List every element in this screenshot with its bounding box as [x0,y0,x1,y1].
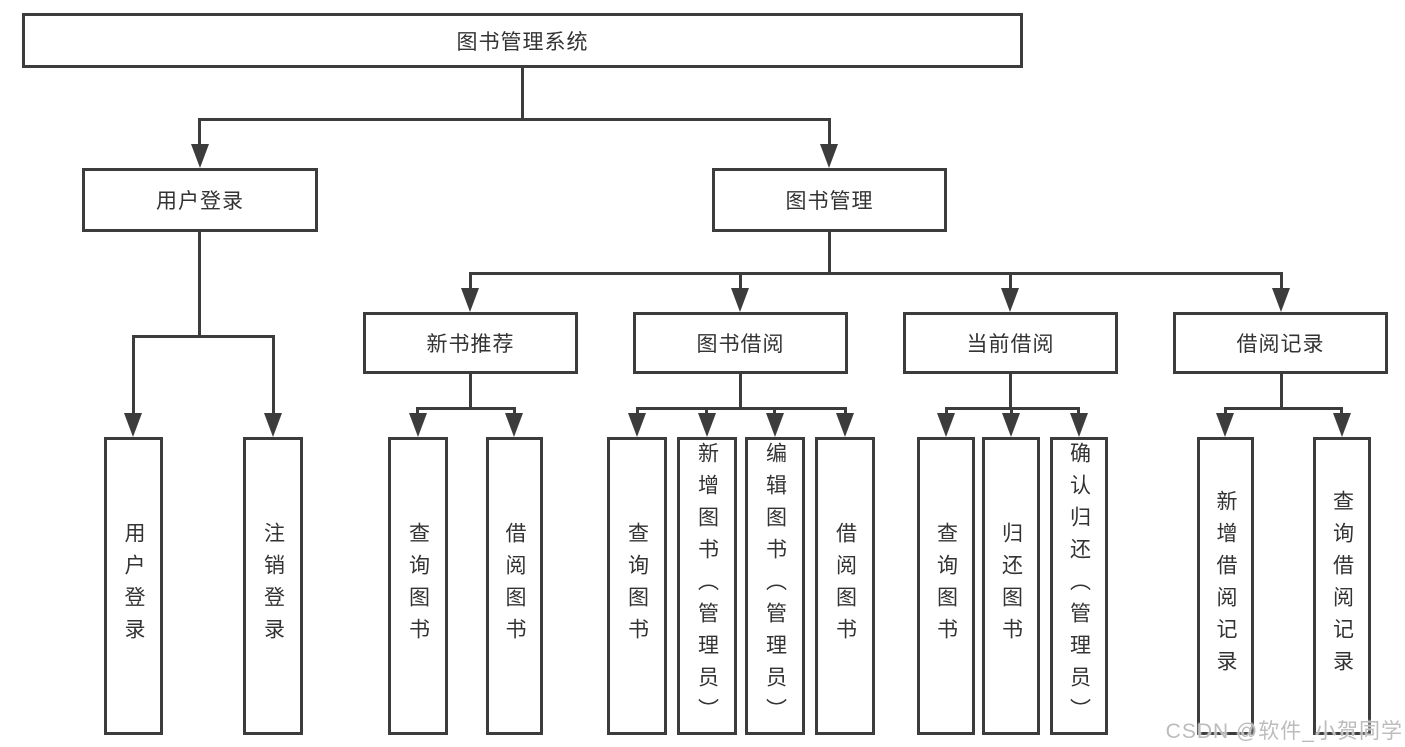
node-user-login: 用户登录 [82,168,318,232]
leaf-br-query-record-label: 查询借阅记录 [1330,490,1354,682]
connector-current-borrow-drop [1009,272,1012,290]
node-book-borrow: 图书借阅 [633,312,848,374]
connector-current-borrow-stem [1009,374,1012,410]
leaf-br-add-record-label: 新增借阅记录 [1214,490,1237,682]
arrowhead-user-login [191,144,209,168]
node-new-book-recommend-label: 新书推荐 [426,333,515,356]
connector-new-books-fork [416,407,516,410]
arrowhead-current-borrow [1001,288,1019,312]
connector-nb-leaf1-drop [416,407,419,415]
csdn-watermark: CSDN @软件_小贺同学 [1165,720,1403,743]
arrowhead-bb-leaf2 [698,413,716,437]
connector-cb-leaf2-drop [1010,407,1013,415]
connector-new-books-drop [469,272,472,290]
arrowhead-book-borrow [731,288,749,312]
arrowhead-cb-leaf1 [937,413,955,437]
leaf-bb-borrow-books-label: 借阅图书 [833,522,857,650]
connector-root-stem [521,68,524,120]
node-book-borrow-label: 图书借阅 [696,333,785,356]
connector-leaf-logout-drop [272,335,275,415]
leaf-br-query-record: 查询借阅记录 [1313,437,1371,735]
leaf-cb-query-books: 查询图书 [917,437,975,735]
connector-br-leaf2-drop [1340,407,1343,415]
leaf-cb-return-books: 归还图书 [982,437,1040,735]
arrowhead-nb-leaf2 [505,413,523,437]
leaf-bb-edit-books-admin-label: 编辑图书（管理员） [763,442,787,730]
node-borrow-records-label: 借阅记录 [1236,333,1325,356]
leaf-logout: 注销登录 [243,437,303,735]
connector-book-mgmt-drop [828,118,831,146]
leaf-bb-query-books: 查询图书 [607,437,667,735]
arrowhead-book-mgmt [820,144,838,168]
leaf-br-add-record: 新增借阅记录 [1197,437,1254,735]
arrowhead-leaf-logout [264,413,282,437]
leaf-bb-borrow-books: 借阅图书 [815,437,875,735]
connector-book-borrow-drop [739,272,742,290]
leaf-nb-query-books: 查询图书 [388,437,448,735]
connector-borrow-records-drop [1280,272,1283,290]
leaf-nb-borrow-books-label: 借阅图书 [503,522,526,650]
arrowhead-bb-leaf1 [628,413,646,437]
node-borrow-records: 借阅记录 [1173,312,1388,374]
leaf-bb-query-books-label: 查询图书 [625,522,649,650]
leaf-cb-confirm-return-admin-label: 确认归还（管理员） [1067,442,1091,730]
connector-br-leaf1-drop [1224,407,1227,415]
connector-level2-fork [198,118,831,121]
leaf-bb-edit-books-admin: 编辑图书（管理员） [745,437,805,735]
connector-bb-leaf3-drop [773,407,776,415]
node-book-management-label: 图书管理 [785,190,874,213]
leaf-bb-add-books-admin: 新增图书（管理员） [677,437,737,735]
connector-cb-leaf1-drop [945,407,948,415]
leaf-nb-borrow-books: 借阅图书 [486,437,543,735]
node-book-management: 图书管理 [712,168,947,232]
node-current-borrow-label: 当前借阅 [966,333,1055,356]
leaf-cb-return-books-label: 归还图书 [999,522,1023,650]
node-current-borrow: 当前借阅 [903,312,1118,374]
connector-bb-leaf4-drop [844,407,847,415]
arrowhead-new-books [461,288,479,312]
leaf-cb-query-books-label: 查询图书 [934,522,958,650]
leaf-bb-add-books-admin-label: 新增图书（管理员） [695,442,719,730]
connector-book-borrow-stem [739,374,742,410]
leaf-nb-query-books-label: 查询图书 [406,522,430,650]
connector-level3-fork [469,272,1283,275]
arrowhead-bb-leaf3 [766,413,784,437]
arrowhead-br-leaf2 [1333,413,1351,437]
connector-borrow-records-fork [1224,407,1343,410]
arrowhead-bb-leaf4 [836,413,854,437]
node-root-label: 图书管理系统 [456,30,589,54]
connector-book-borrow-fork [636,407,847,410]
leaf-user-login-label: 用户登录 [122,522,145,650]
arrowhead-leaf-login [124,413,142,437]
leaf-logout-label: 注销登录 [261,522,285,650]
connector-user-login-drop [198,118,201,146]
node-user-login-label: 用户登录 [156,190,244,213]
connector-user-login-fork [132,335,275,338]
connector-book-mgmt-stem [828,232,831,275]
node-new-book-recommend: 新书推荐 [363,312,578,374]
connector-bb-leaf2-drop [705,407,708,415]
connector-bb-leaf1-drop [636,407,639,415]
connector-cb-leaf3-drop [1077,407,1080,415]
arrowhead-borrow-records [1272,288,1290,312]
node-root: 图书管理系统 [22,13,1023,68]
arrowhead-br-leaf1 [1216,413,1234,437]
arrowhead-cb-leaf2 [1002,413,1020,437]
arrowhead-nb-leaf1 [409,413,427,437]
leaf-user-login: 用户登录 [104,437,163,735]
connector-nb-leaf2-drop [513,407,516,415]
arrowhead-cb-leaf3 [1070,413,1088,437]
connector-new-books-stem [469,374,472,410]
connector-leaf-login-drop [132,335,135,415]
leaf-cb-confirm-return-admin: 确认归还（管理员） [1050,437,1108,735]
connector-user-login-stem [198,232,201,338]
connector-borrow-records-stem [1280,374,1283,410]
